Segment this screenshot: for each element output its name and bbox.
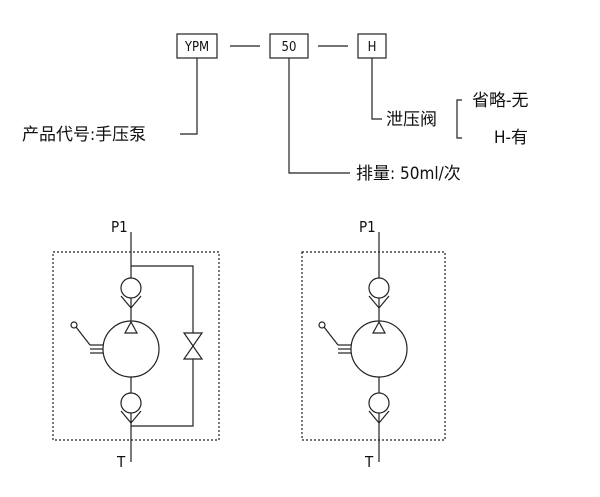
check-valve-upper — [368, 277, 390, 299]
product-code-label: 产品代号:手压泵 — [22, 125, 146, 145]
code-prefix-text: YPM — [184, 40, 209, 55]
options-bracket — [456, 99, 462, 139]
port-p1-label: P1 — [359, 218, 376, 236]
relief-valve-label: 泄压阀 — [386, 110, 437, 130]
check-valve-upper-seat — [368, 295, 390, 309]
option-h-label: H-有 — [494, 128, 528, 148]
displacement-label: 排量: 50ml/次 — [356, 164, 461, 184]
leader-displacement — [288, 58, 350, 174]
check-valve-upper-seat — [120, 295, 142, 309]
port-t-label: T — [364, 453, 374, 471]
model-code-breakdown — [176, 33, 462, 174]
leader-relief-valve — [371, 58, 382, 120]
check-valve-lower-seat — [368, 410, 390, 424]
leader-product-code — [180, 58, 198, 135]
check-valve-lower-seat — [120, 410, 142, 424]
check-valve-lower — [120, 392, 142, 414]
check-valve-upper — [120, 277, 142, 299]
code-displacement-text: 50 — [282, 40, 297, 55]
pump-direction-arrow — [371, 320, 387, 334]
pump-direction-arrow — [123, 320, 139, 334]
port-t-label: T — [116, 453, 126, 471]
schematic-without-relief-valve — [301, 232, 446, 462]
port-p1-label: P1 — [111, 218, 128, 236]
housing-boundary — [52, 251, 220, 441]
housing-boundary — [301, 251, 446, 441]
hand-lever-icon — [318, 321, 351, 354]
hand-lever-icon — [70, 321, 103, 354]
option-omit-label: 省略-无 — [472, 91, 529, 111]
relief-valve-symbol — [182, 332, 204, 360]
check-valve-lower — [368, 392, 390, 414]
code-valve-text: H — [368, 40, 377, 55]
schematic-with-relief-valve — [52, 232, 220, 462]
